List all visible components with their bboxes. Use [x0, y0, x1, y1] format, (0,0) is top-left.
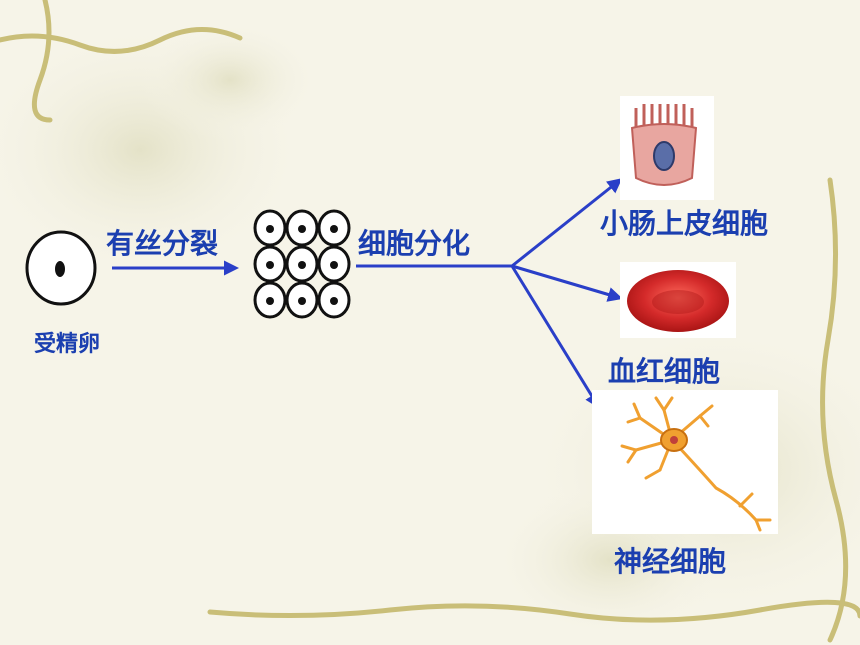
fertilized-egg-label: 受精卵	[34, 332, 101, 357]
neuron-drawing	[592, 390, 778, 534]
intestinal-epithelial-cell-label: 小肠上皮细胞	[600, 207, 769, 240]
fertilized-egg-drawing	[25, 230, 97, 306]
cell-nuclei	[266, 225, 338, 305]
differentiation-label: 细胞分化	[358, 227, 471, 260]
arrow-to-epithelial	[511, 178, 623, 268]
red-blood-cell-label: 血红细胞	[608, 355, 721, 388]
mitosis-label: 有丝分裂	[106, 227, 219, 260]
intestinal-epithelial-cell-drawing	[620, 96, 714, 200]
arrow-to-neuron	[510, 265, 600, 409]
red-blood-cell-drawing	[620, 262, 736, 338]
neuron-label: 神经细胞	[614, 545, 727, 578]
arrow-to-rbc	[511, 264, 623, 302]
